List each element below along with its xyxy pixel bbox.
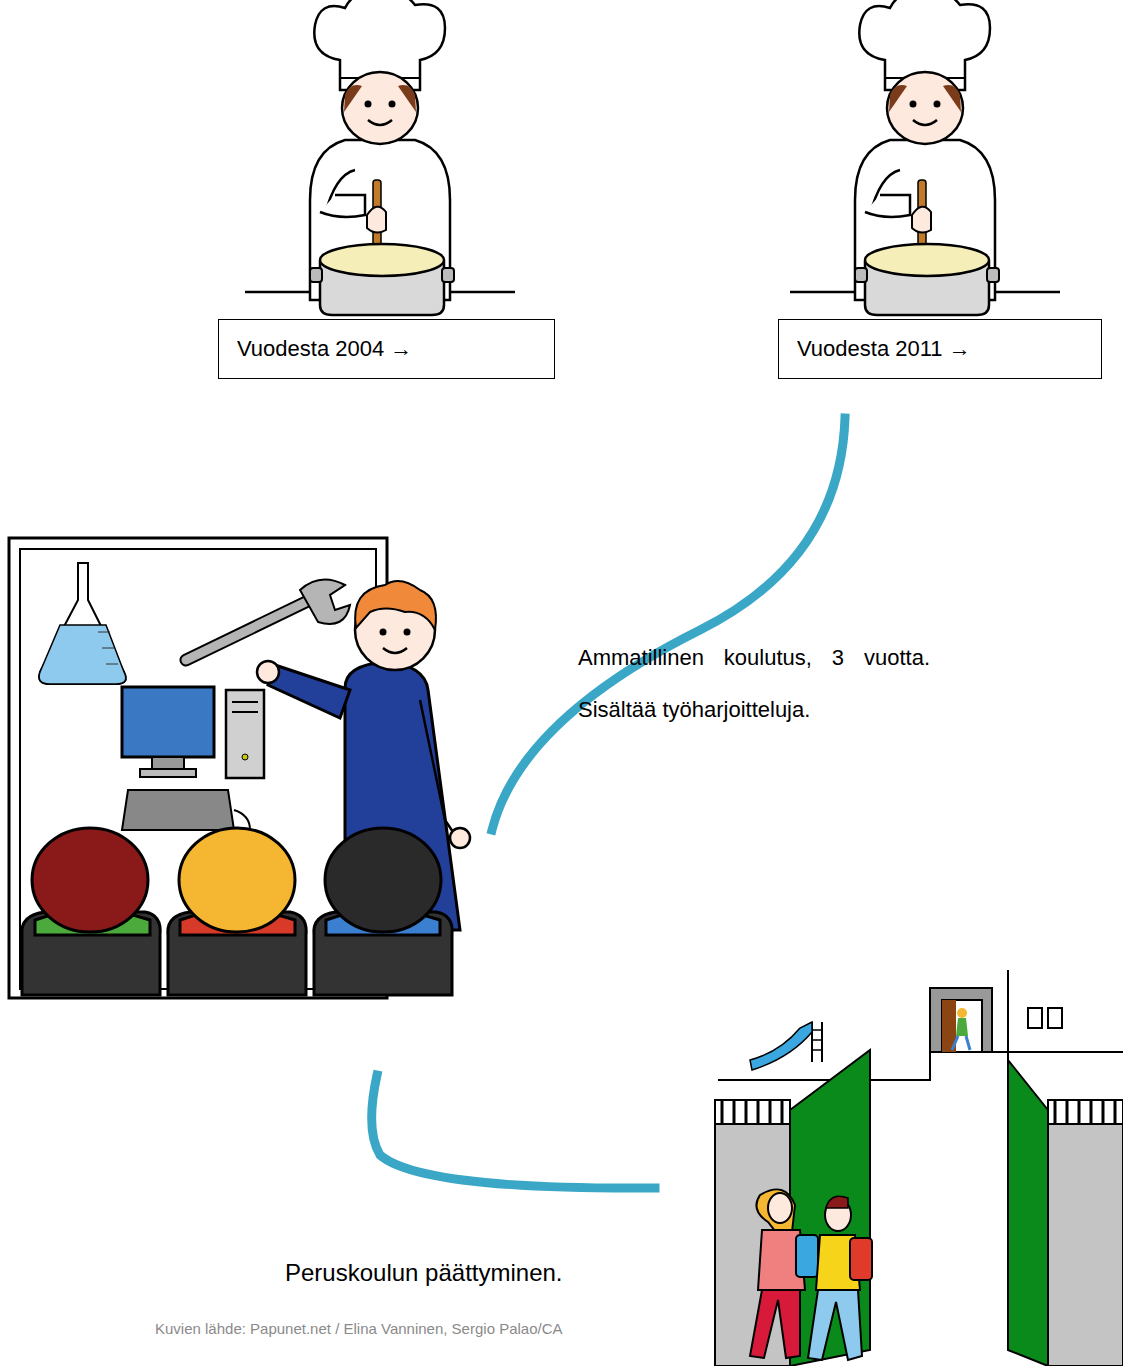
timeline-curve — [372, 1075, 655, 1188]
chef-pictogram — [790, 0, 1060, 315]
year-text: Vuodesta 2011 → — [797, 336, 971, 362]
classroom-pictogram — [9, 538, 470, 998]
chef-pictogram — [245, 0, 515, 315]
image-credit: Kuvien lähde: Papunet.net / Elina Vannin… — [155, 1320, 563, 1338]
phase-text: Ammatillinen koulutus, 3 vuotta. Sisältä… — [578, 632, 930, 736]
phase-text: Peruskoulun päättyminen. — [285, 1258, 705, 1288]
year-box: Vuodesta 2011 → — [778, 319, 1102, 379]
year-box: Vuodesta 2004 → — [218, 319, 555, 379]
school-pictogram — [715, 970, 1123, 1366]
timeline-curve — [492, 418, 845, 830]
year-text: Vuodesta 2004 → — [237, 336, 412, 362]
